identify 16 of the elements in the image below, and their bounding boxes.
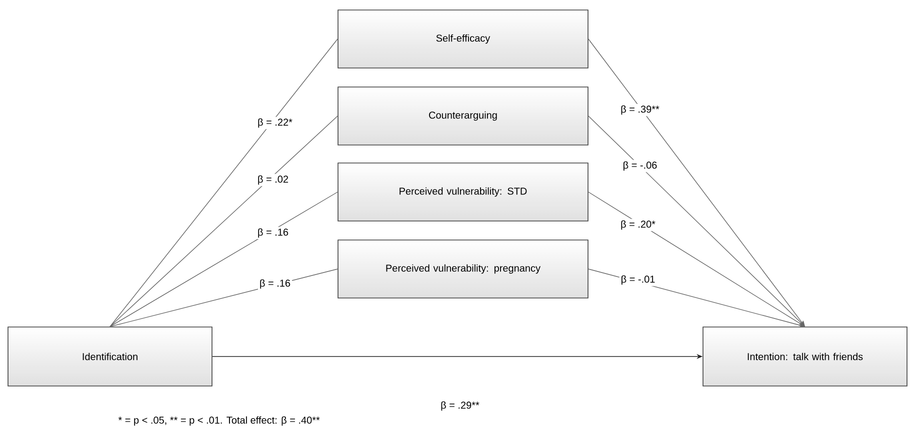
variable-box: Perceived vulnerability: STD <box>338 162 588 222</box>
variable-box: Perceived vulnerability: pregnancy <box>338 240 588 298</box>
variable-box: Identification <box>8 326 212 386</box>
edge-label: β = .02 <box>258 175 288 185</box>
edge-label: β = .39** <box>621 105 660 115</box>
footnote: * = p < .05, ** = p < .01. Total effect: β = .40** <box>118 416 320 426</box>
edge-label: β = .22* <box>258 118 292 128</box>
edge-label: β = -.01 <box>622 275 655 285</box>
edge-label: β = .20* <box>621 220 656 230</box>
variable-box: Counterarguing <box>338 86 588 146</box>
variable-box: Intention: talk with friends <box>702 326 908 386</box>
variable-box: Self-efficacy <box>338 10 588 68</box>
edge-label: β = .29** <box>441 401 480 411</box>
edge-label: β = .16 <box>260 279 290 289</box>
edge-label: β = -.06 <box>624 161 657 171</box>
edge-label: β = .16 <box>258 228 288 238</box>
